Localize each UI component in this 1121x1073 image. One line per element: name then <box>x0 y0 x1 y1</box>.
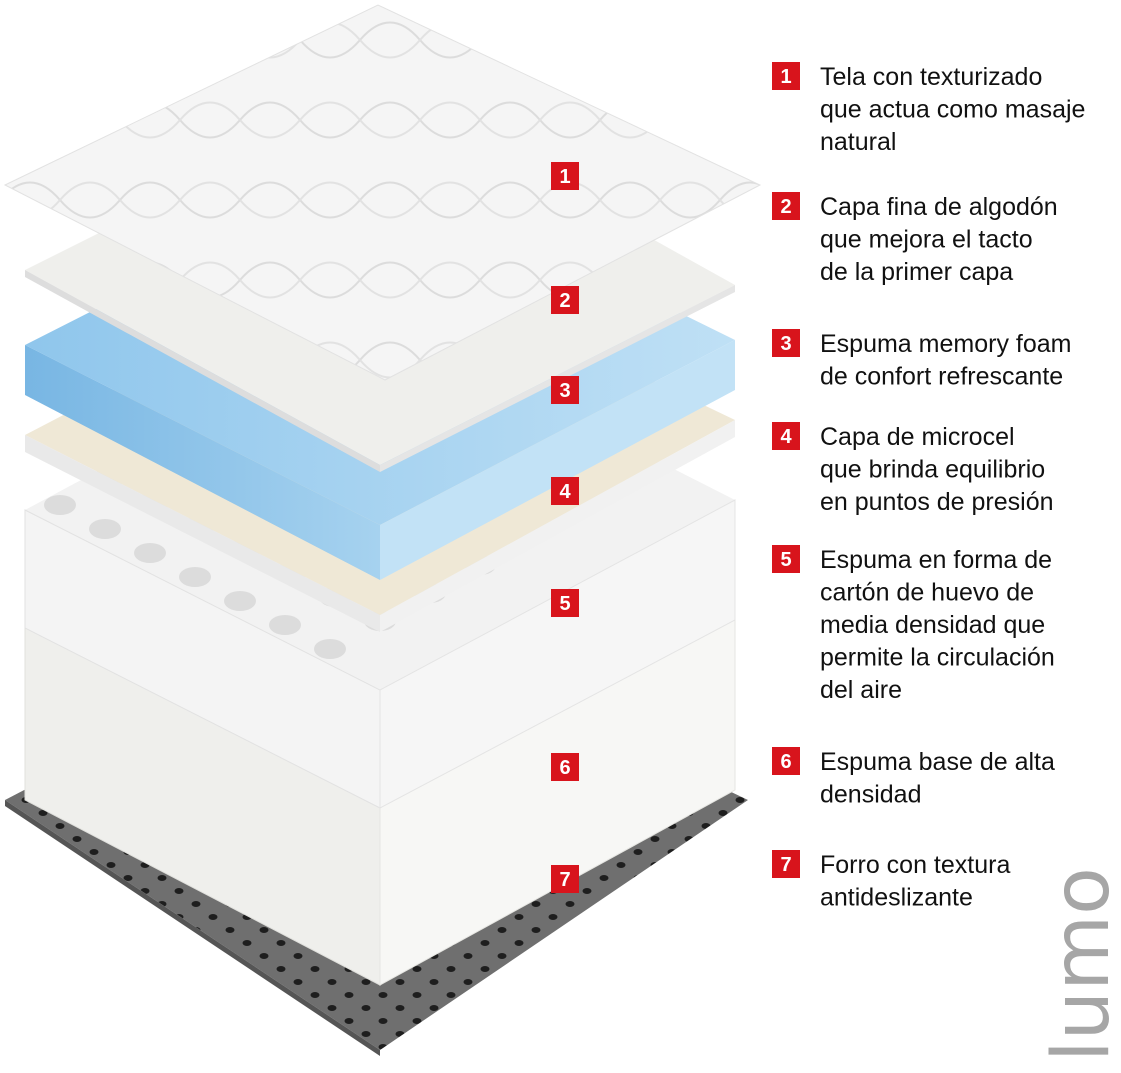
legend-text-line: Espuma base de alta <box>820 748 1055 776</box>
diagram-badge-number: 6 <box>559 757 570 779</box>
legend-number: 2 <box>780 196 791 218</box>
legend-text-line: Forro con textura <box>820 851 1010 879</box>
legend-number: 3 <box>780 333 791 355</box>
layer-1-quilted-cover <box>3 4 762 381</box>
diagram-badge-number: 7 <box>559 869 570 891</box>
egg-well <box>89 519 121 539</box>
legend-text-line: permite la circulación <box>820 644 1055 672</box>
legend-text-line: media densidad que <box>820 611 1045 639</box>
legend-text-line: en puntos de presión <box>820 488 1054 516</box>
legend-text-line: Capa de microcel <box>820 423 1015 451</box>
egg-well <box>269 615 301 635</box>
legend-text-line: Tela con texturizado <box>820 63 1042 91</box>
legend-text-line: que mejora el tacto <box>820 226 1033 254</box>
legend-item-7: 7 Forro con textura antideslizante <box>772 850 1010 912</box>
legend-text-line: Espuma en forma de <box>820 546 1052 574</box>
egg-well <box>134 543 166 563</box>
diagram-badge-6: 6 <box>551 753 579 781</box>
legend-text-line: antideslizante <box>820 884 973 912</box>
brand-logo: lumo <box>1037 867 1121 1062</box>
diagram-badge-number: 4 <box>559 481 571 503</box>
diagram-badge-number: 3 <box>559 380 570 402</box>
diagram-badge-5: 5 <box>551 589 579 617</box>
legend-item-5: 5 Espuma en forma de cartón de huevo de med… <box>772 545 1055 704</box>
legend-item-3: 3 Espuma memory foam de confort refrescant… <box>772 329 1071 391</box>
diagram-badge-4: 4 <box>551 477 579 505</box>
diagram-badge-3: 3 <box>551 376 579 404</box>
diagram-badge-1: 1 <box>551 162 579 190</box>
legend-item-4: 4 Capa de microcel que brinda equilibrio en… <box>772 422 1054 516</box>
legend-text-line: que brinda equilibrio <box>820 456 1045 484</box>
legend-item-6: 6 Espuma base de alta densidad <box>772 747 1055 809</box>
legend-number: 7 <box>780 854 791 876</box>
diagram-badge-2: 2 <box>551 286 579 314</box>
egg-well <box>179 567 211 587</box>
legend-text-line: que actua como masaje <box>820 96 1085 124</box>
diagram-badge-number: 1 <box>559 166 570 188</box>
diagram-badge-number: 2 <box>559 290 570 312</box>
brand-logo-text: lumo <box>1037 867 1121 1062</box>
legend-number: 1 <box>780 66 791 88</box>
diagram-badge-number: 5 <box>559 593 570 615</box>
legend-text-line: Capa fina de algodón <box>820 193 1058 221</box>
layer-legend: 1 Tela con texturizado que actua como masa… <box>772 62 1085 912</box>
egg-well <box>224 591 256 611</box>
legend-item-2: 2 Capa fina de algodón que mejora el tacto… <box>772 192 1058 286</box>
diagram-badge-7: 7 <box>551 865 579 893</box>
diagram-number-badges: 1 2 3 4 5 6 7 <box>551 162 579 893</box>
legend-number: 6 <box>780 751 791 773</box>
legend-text-line: del aire <box>820 676 902 704</box>
legend-number: 5 <box>780 549 791 571</box>
legend-text-line: natural <box>820 128 896 156</box>
legend-text-line: cartón de huevo de <box>820 579 1034 607</box>
legend-text-line: de la primer capa <box>820 258 1013 286</box>
legend-text-line: de confort refrescante <box>820 363 1063 391</box>
legend-text-line: densidad <box>820 781 921 809</box>
legend-item-1: 1 Tela con texturizado que actua como masa… <box>772 62 1085 156</box>
egg-well <box>314 639 346 659</box>
legend-number: 4 <box>780 426 792 448</box>
egg-well <box>44 495 76 515</box>
legend-text-line: Espuma memory foam <box>820 330 1071 358</box>
